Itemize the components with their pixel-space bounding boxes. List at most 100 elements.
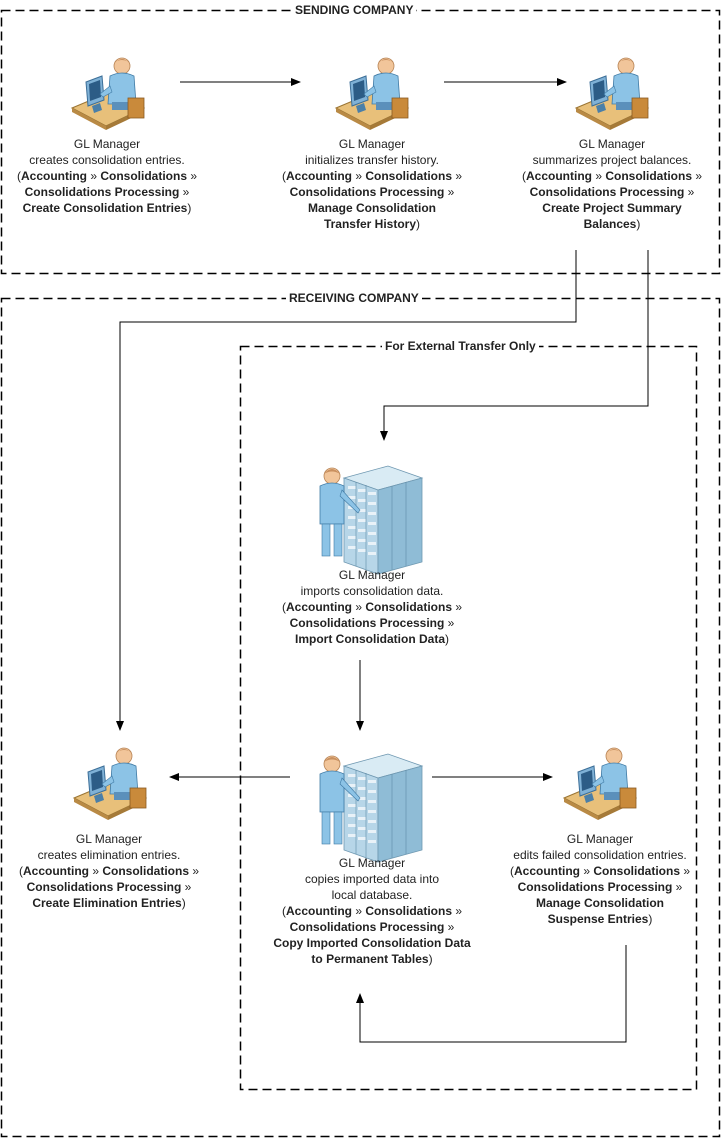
user-at-workstation-icon — [335, 57, 409, 131]
menu-path-segment: Accounting — [285, 904, 352, 918]
caption-text: ( — [521, 169, 526, 183]
caption-line: to Permanent Tables) — [252, 951, 492, 967]
menu-path-segment: Consolidations Processing — [289, 920, 445, 934]
caption-create-elimination-entries: GL Manager creates elimination entries. (A… — [0, 831, 219, 911]
caption-line: Import Consolidation Data) — [262, 631, 482, 647]
caption-edit-failed-entries: GL Manager edits failed consolidation ent… — [490, 831, 710, 927]
external-transfer-label: For External Transfer Only — [382, 339, 539, 353]
caption-line: GL Manager — [262, 136, 482, 152]
caption-text: summarizes project balances. — [532, 153, 692, 167]
arrow-summarize-to-import — [380, 250, 649, 441]
menu-path-segment: to Permanent Tables — [311, 952, 429, 966]
caption-line: GL Manager — [490, 831, 710, 847]
caption-line: Create Project Summary — [502, 200, 722, 216]
caption-text: » — [351, 904, 366, 918]
caption-text: ( — [281, 904, 286, 918]
caption-line: (Accounting » Consolidations » — [252, 903, 492, 919]
caption-line: Create Elimination Entries) — [0, 895, 219, 911]
caption-copy-imported-data: GL Manager copies imported data into local… — [252, 855, 492, 967]
menu-path-segment: Consolidations — [365, 600, 452, 614]
caption-line: local database. — [252, 887, 492, 903]
menu-path-segment: Accounting — [20, 169, 87, 183]
caption-line: (Accounting » Consolidations » — [262, 599, 482, 615]
caption-text: GL Manager — [75, 832, 143, 846]
caption-text: » — [351, 169, 366, 183]
caption-text: » — [692, 169, 703, 183]
user-at-workstation-icon — [71, 57, 145, 131]
menu-path-segment: Consolidations — [365, 169, 452, 183]
caption-line: GL Manager — [502, 136, 722, 152]
caption-text: » — [181, 880, 192, 894]
caption-text: ) — [181, 896, 186, 910]
caption-text: » — [452, 600, 463, 614]
caption-line: Copy Imported Consolidation Data — [252, 935, 492, 951]
caption-text: ( — [281, 600, 286, 614]
caption-line: summarizes project balances. — [502, 152, 722, 168]
menu-path-segment: Manage Consolidation — [535, 896, 664, 910]
caption-line: copies imported data into — [252, 871, 492, 887]
caption-line: Consolidations Processing » — [502, 184, 722, 200]
caption-text: » — [684, 185, 695, 199]
caption-text: » — [672, 880, 683, 894]
user-at-server-rack-icon — [319, 753, 423, 863]
menu-path-segment: Import Consolidation Data — [295, 632, 445, 646]
caption-line: edits failed consolidation entries. — [490, 847, 710, 863]
caption-text: » — [187, 169, 198, 183]
caption-text: copies imported data into — [304, 872, 440, 886]
caption-text: imports consolidation data. — [300, 584, 444, 598]
caption-text: » — [86, 169, 101, 183]
caption-text: ( — [16, 169, 21, 183]
caption-line: (Accounting » Consolidations » — [0, 168, 217, 184]
caption-text: creates elimination entries. — [37, 848, 181, 862]
caption-text: » — [189, 864, 200, 878]
user-at-workstation-icon — [575, 57, 649, 131]
menu-path-segment: Consolidations Processing — [517, 880, 673, 894]
arrow-suspense-to-copy — [356, 945, 627, 1043]
caption-text: ( — [509, 864, 514, 878]
menu-path-segment: Consolidations — [593, 864, 680, 878]
caption-text: ( — [18, 864, 23, 878]
caption-text: GL Manager — [338, 856, 406, 870]
caption-line: GL Manager — [262, 567, 482, 583]
caption-line: creates elimination entries. — [0, 847, 219, 863]
user-at-workstation-icon — [563, 747, 637, 821]
caption-text: » — [88, 864, 103, 878]
arrow-summarize-to-elimination — [116, 250, 577, 731]
receiving-company-label: RECEIVING COMPANY — [286, 291, 422, 305]
caption-text: ) — [428, 952, 433, 966]
caption-import-consolidation-data: GL Manager imports consolidation data.(Ac… — [262, 567, 482, 647]
caption-text: GL Manager — [566, 832, 634, 846]
menu-path-segment: Consolidations Processing — [529, 185, 685, 199]
caption-text: ) — [445, 632, 449, 646]
caption-line: Consolidations Processing » — [490, 879, 710, 895]
caption-text: edits failed consolidation entries. — [513, 848, 687, 862]
caption-text: » — [579, 864, 594, 878]
menu-path-segment: Create Project Summary — [542, 201, 682, 215]
menu-path-segment: Consolidations — [102, 864, 189, 878]
menu-path-segment: Consolidations Processing — [26, 880, 182, 894]
menu-path-segment: Balances — [583, 217, 637, 231]
menu-path-segment: Copy Imported Consolidation Data — [273, 936, 471, 950]
caption-line: imports consolidation data. — [262, 583, 482, 599]
caption-line: Consolidations Processing » — [262, 615, 482, 631]
caption-line: Suspense Entries) — [490, 911, 710, 927]
caption-text: » — [444, 185, 455, 199]
caption-line: (Accounting » Consolidations » — [502, 168, 722, 184]
caption-text: GL Manager — [338, 568, 406, 582]
external-transfer-region — [239, 345, 698, 1091]
menu-path-segment: Suspense Entries — [547, 912, 649, 926]
caption-line: initializes transfer history. — [262, 152, 482, 168]
menu-path-segment: Consolidations — [365, 904, 452, 918]
caption-text: local database. — [331, 888, 413, 902]
caption-text: ) — [648, 912, 653, 926]
menu-path-segment: Transfer History — [323, 217, 417, 231]
caption-text: ( — [281, 169, 286, 183]
caption-text: » — [444, 616, 455, 630]
menu-path-segment: Consolidations — [605, 169, 692, 183]
menu-path-segment: Accounting — [22, 864, 89, 878]
caption-text: » — [680, 864, 691, 878]
caption-line: Balances) — [502, 216, 722, 232]
caption-text: » — [179, 185, 190, 199]
caption-text: » — [591, 169, 606, 183]
